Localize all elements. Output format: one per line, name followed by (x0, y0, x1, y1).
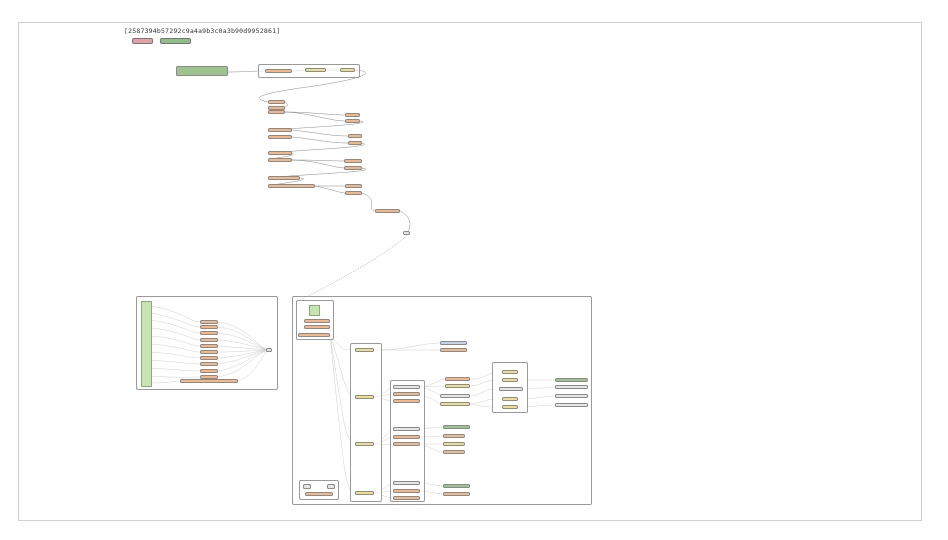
node-function[interactable] (345, 191, 362, 195)
group-right (292, 296, 592, 505)
node-function[interactable] (200, 356, 218, 360)
node-change[interactable] (305, 68, 326, 72)
node-function[interactable] (443, 434, 465, 438)
node-junction[interactable] (266, 348, 272, 352)
flow-id-label: [2587394b57292c9a4a9b3c0a3b90d9952861] (124, 27, 281, 35)
node-function[interactable] (268, 158, 292, 162)
node-function[interactable] (345, 119, 360, 123)
node-function[interactable] (268, 176, 300, 180)
node-function[interactable] (440, 348, 467, 352)
node-function[interactable] (200, 320, 218, 324)
node-function[interactable] (344, 166, 362, 170)
node-link[interactable] (440, 394, 470, 398)
node-http[interactable] (440, 341, 467, 345)
node-function[interactable] (393, 442, 420, 446)
node-function[interactable] (268, 106, 285, 110)
node-function[interactable] (268, 100, 285, 104)
node-function[interactable] (393, 489, 420, 493)
node-function[interactable] (443, 450, 465, 454)
node-switch[interactable] (355, 348, 374, 352)
node-function[interactable] (200, 369, 218, 373)
node-debug[interactable] (443, 425, 470, 429)
node-function[interactable] (393, 399, 420, 403)
node-function[interactable] (393, 435, 420, 439)
node-function[interactable] (393, 392, 420, 396)
node-link[interactable] (555, 394, 588, 398)
node-function[interactable] (200, 350, 218, 354)
node-change[interactable] (445, 384, 470, 388)
group-bottom-left (299, 480, 339, 500)
node-link[interactable] (393, 427, 420, 431)
node-change[interactable] (502, 378, 518, 382)
node-link[interactable] (555, 385, 588, 389)
node-function[interactable] (268, 135, 292, 139)
node-link-out[interactable] (403, 231, 410, 235)
group-left (136, 296, 278, 390)
tag-badge-red[interactable] (132, 38, 153, 44)
node-comment[interactable] (303, 484, 311, 489)
node-function[interactable] (345, 113, 360, 117)
node-function[interactable] (345, 184, 362, 188)
node-function[interactable] (445, 377, 470, 381)
node-function[interactable] (268, 110, 285, 114)
node-function[interactable] (348, 134, 362, 138)
group-switch-column (350, 343, 382, 502)
node-function[interactable] (443, 492, 470, 496)
node-link[interactable] (393, 481, 420, 485)
node-debug[interactable] (555, 378, 588, 382)
node-function[interactable] (200, 325, 218, 329)
node-change[interactable] (502, 397, 518, 401)
node-function[interactable] (200, 362, 218, 366)
node-link[interactable] (499, 387, 523, 391)
node-function[interactable] (304, 325, 330, 329)
node-change[interactable] (502, 405, 518, 409)
inject-column[interactable] (141, 301, 152, 387)
node-inject[interactable] (176, 66, 228, 76)
node-function[interactable] (344, 159, 362, 163)
node-switch[interactable] (355, 491, 374, 495)
node-change[interactable] (440, 402, 470, 406)
node-function[interactable] (304, 319, 330, 323)
node-function[interactable] (268, 151, 292, 155)
node-link[interactable] (393, 385, 420, 389)
tag-badge-green[interactable] (160, 38, 191, 44)
node-function[interactable] (265, 69, 292, 73)
node-link[interactable] (555, 403, 588, 407)
node-function[interactable] (200, 331, 218, 335)
node-function[interactable] (393, 496, 420, 500)
node-function[interactable] (200, 338, 218, 342)
node-debug[interactable] (443, 484, 470, 488)
node-change[interactable] (443, 442, 465, 446)
node-change[interactable] (502, 370, 518, 374)
node-function[interactable] (268, 128, 292, 132)
node-comment[interactable] (327, 484, 335, 489)
node-switch[interactable] (340, 68, 355, 72)
node-function[interactable] (305, 492, 333, 496)
node-function[interactable] (200, 344, 218, 348)
inject-box[interactable] (309, 305, 320, 316)
node-function[interactable] (375, 209, 400, 213)
node-function[interactable] (348, 141, 362, 145)
node-switch[interactable] (355, 442, 374, 446)
node-switch[interactable] (355, 395, 374, 399)
node-function[interactable] (298, 333, 330, 337)
node-function[interactable] (268, 184, 315, 188)
node-function[interactable] (200, 375, 218, 379)
node-function[interactable] (180, 379, 238, 383)
